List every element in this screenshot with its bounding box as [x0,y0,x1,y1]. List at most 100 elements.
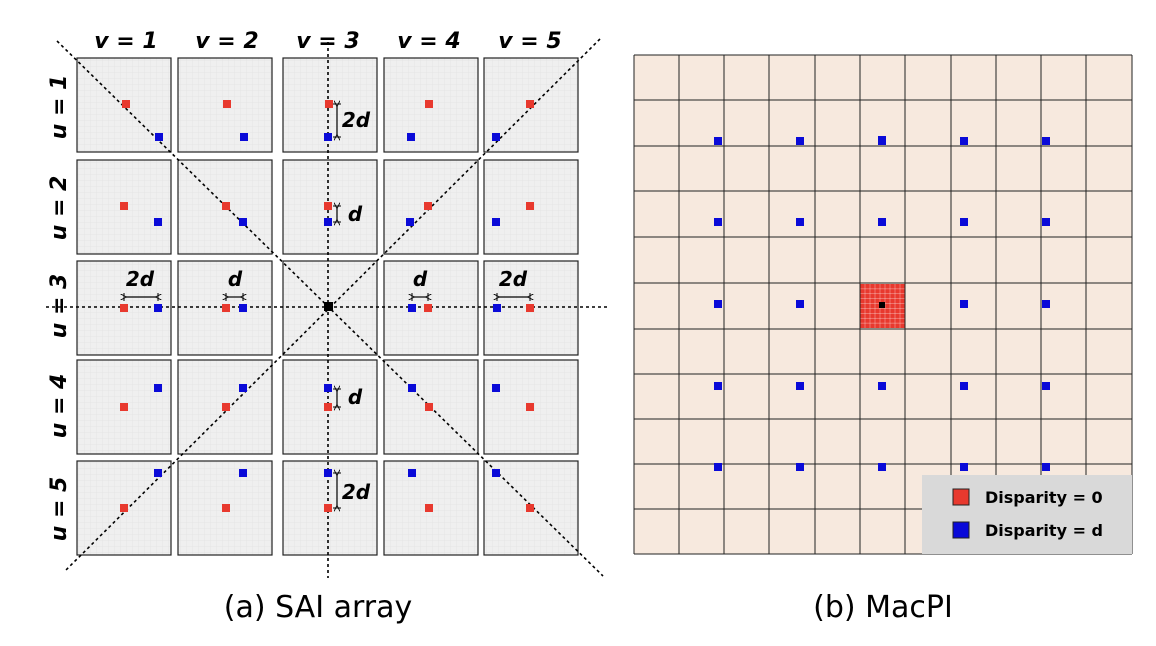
legend-box [922,475,1132,554]
blue-pixel-mark [239,304,247,312]
macpi-blue-mark [796,463,804,471]
macpi-blue-mark [878,218,886,226]
diagonal-line [56,40,604,577]
col-header-v1: v = 1 [94,29,157,54]
blue-pixel-mark [408,384,416,392]
macpi-blue-mark [878,382,886,390]
macpi-blue-mark [1042,218,1050,226]
blue-pixel-mark [324,384,332,392]
red-pixel-mark [325,100,333,108]
legend: Disparity = 0 Disparity = d [922,475,1132,554]
blue-pixel-mark [406,218,414,226]
red-pixel-mark [526,202,534,210]
red-pixel-mark [526,403,534,411]
macpi-panel: Disparity = 0 Disparity = d (b) MacPI [633,54,1133,625]
sai-tile [483,159,579,255]
blue-pixel-mark [493,304,501,312]
macpi-blue-mark [796,218,804,226]
blue-pixel-mark [324,218,332,226]
red-pixel-mark [424,202,432,210]
red-pixel-mark [425,504,433,512]
red-pixel-mark [120,504,128,512]
macpi-blue-mark [796,382,804,390]
macpi-blue-mark [796,137,804,145]
row-header-u5: u = 5 [47,477,72,542]
row-header-u3: u = 3 [47,274,72,339]
red-pixel-mark [526,504,534,512]
red-pixel-mark [526,304,534,312]
disparity-label-v4: d [413,267,428,291]
macpi-blue-mark [960,300,968,308]
sai-caption: (a) SAI array [224,590,413,625]
blue-pixel-mark [492,133,500,141]
blue-pixel-mark [492,218,500,226]
blue-pixel-mark [154,384,162,392]
disparity-label-u1: 2d [342,108,371,132]
macpi-blue-mark [960,218,968,226]
macpi-blue-mark [714,463,722,471]
blue-pixel-mark [492,384,500,392]
blue-pixel-mark [154,304,162,312]
red-pixel-mark [324,202,332,210]
macpi-blue-mark [796,300,804,308]
blue-pixel-mark [408,304,416,312]
macpi-blue-mark [714,382,722,390]
sai-column-headers: v = 1 v = 2 v = 3 v = 4 v = 5 [94,29,561,54]
legend-label-blue: Disparity = d [985,521,1103,540]
disparity-label-v2: d [228,267,243,291]
macpi-center-block [860,284,905,328]
red-pixel-mark [122,100,130,108]
macpi-blue-mark [960,137,968,145]
blue-pixel-mark [407,133,415,141]
blue-pixel-mark [492,469,500,477]
red-pixel-mark [222,304,230,312]
macpi-blue-mark [878,463,886,471]
red-pixel-mark [222,202,230,210]
blue-pixel-mark [408,469,416,477]
blue-pixel-mark [239,384,247,392]
blue-pixel-mark [324,133,332,141]
red-pixel-mark [425,100,433,108]
red-pixel-mark [223,100,231,108]
blue-pixel-mark [154,218,162,226]
red-pixel-mark [526,100,534,108]
col-header-v5: v = 5 [498,29,561,54]
sai-row-headers: u = 1 u = 2 u = 3 u = 4 u = 5 [47,75,72,542]
disparity-label-v5: 2d [499,267,528,291]
blue-pixel-mark [155,133,163,141]
legend-swatch-red [952,488,970,506]
macpi-blue-mark [960,463,968,471]
red-pixel-mark [120,304,128,312]
blue-pixel-mark [324,469,332,477]
row-header-u4: u = 4 [47,374,72,439]
row-header-u1: u = 1 [47,75,72,140]
macpi-blue-mark [1042,300,1050,308]
macpi-blue-mark [1042,137,1050,145]
sai-guide-lines [46,38,609,578]
blue-pixel-mark [154,469,162,477]
macpi-blue-mark [960,382,968,390]
macpi-blue-mark [714,137,722,145]
macpi-caption: (b) MacPI [813,590,953,625]
disparity-label-u5: 2d [342,480,371,504]
blue-pixel-mark [240,133,248,141]
red-pixel-mark [324,403,332,411]
legend-swatch-blue [952,521,970,539]
macpi-blue-mark [714,218,722,226]
center-black-pixel [879,302,885,308]
blue-pixel-mark [239,469,247,477]
sai-pixel-marks [120,100,534,512]
col-header-v3: v = 3 [296,29,359,54]
red-pixel-mark [324,504,332,512]
row-header-u2: u = 2 [47,176,72,241]
red-pixel-mark [425,403,433,411]
macpi-blue-mark [1042,463,1050,471]
disparity-label-u4: d [348,385,363,409]
macpi-pixel-marks [714,136,1050,471]
disparity-label-u2: d [348,202,363,226]
blue-pixel-mark [239,218,247,226]
red-pixel-mark [222,403,230,411]
disparity-label-v1: 2d [126,267,155,291]
red-pixel-mark [222,504,230,512]
